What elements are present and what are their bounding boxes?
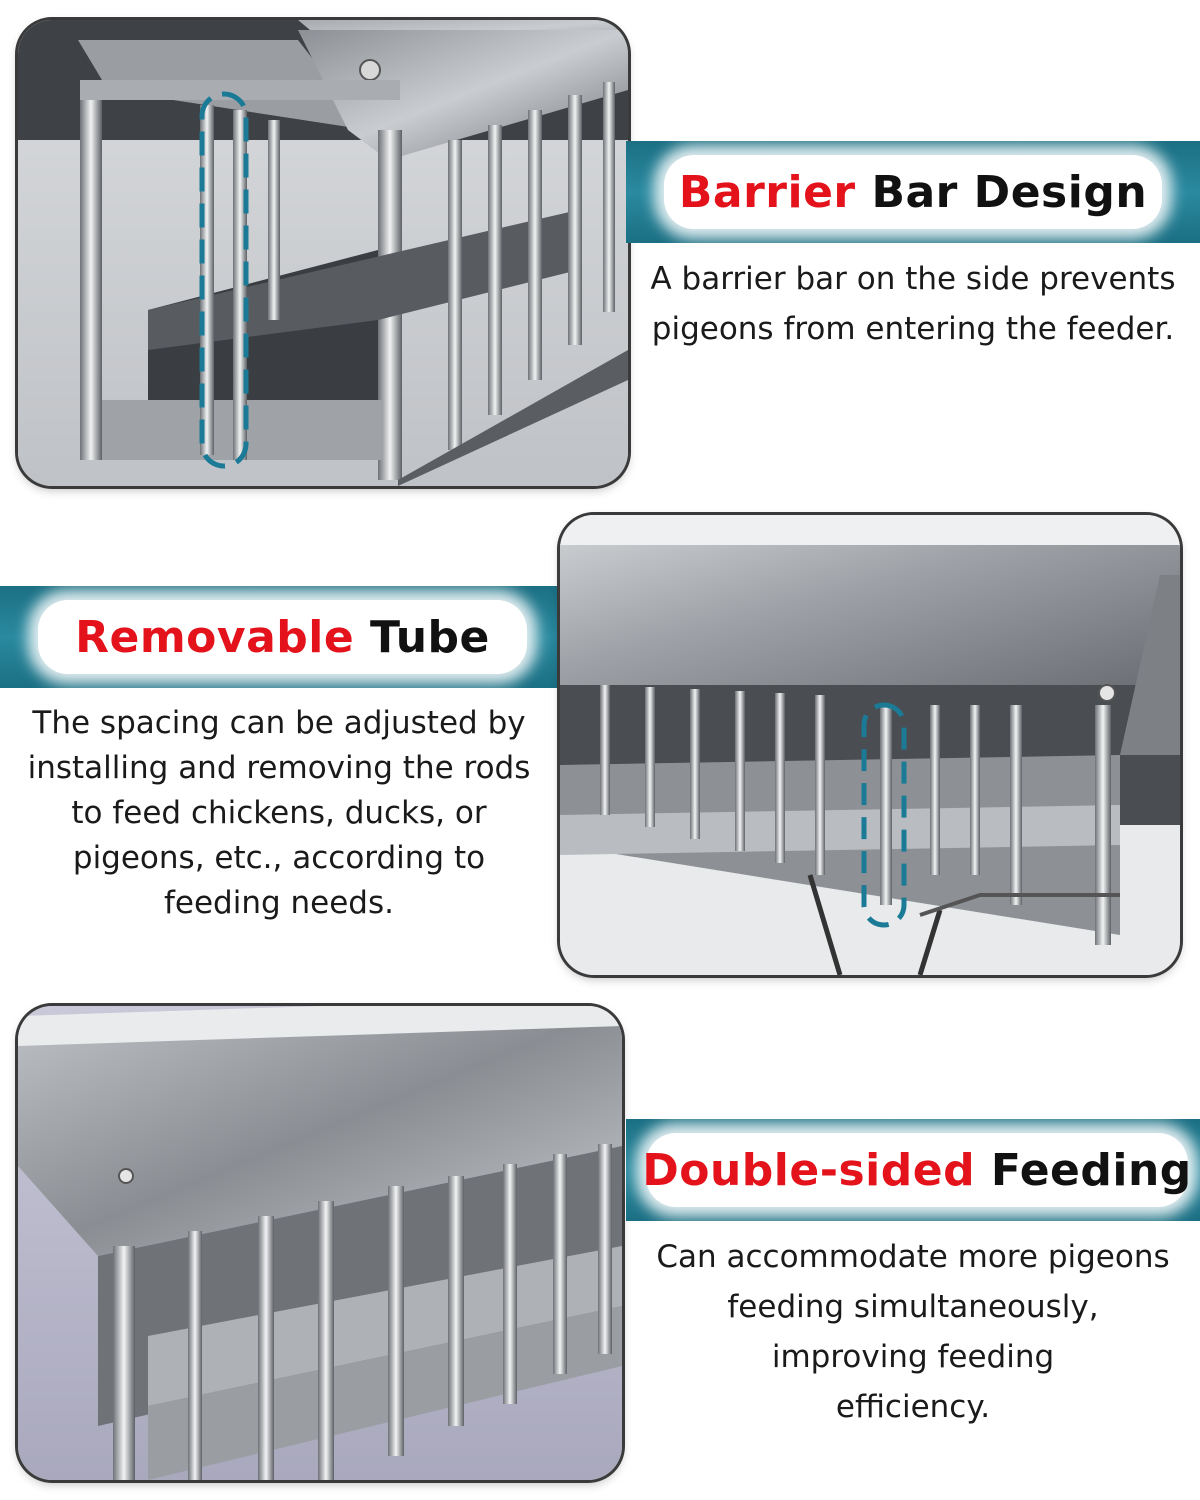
banner-removable-tube-plate: Removable Tube	[38, 600, 527, 674]
banner-double-sided-plate: Double-sided Feeding	[642, 1133, 1191, 1207]
title-rest: Feeding	[990, 1144, 1192, 1196]
description-line: feeding needs.	[163, 885, 394, 921]
photo-removable-tube	[560, 515, 1180, 975]
banner-barrier-bar-plate: Barrier Bar Design	[664, 155, 1162, 229]
banner-removable-tube: Removable Tube	[0, 586, 565, 688]
title-rest: Tube	[370, 611, 490, 663]
section-title-barrier-bar: Barrier Bar Design	[679, 167, 1147, 218]
banner-barrier-bar: Barrier Bar Design	[626, 141, 1200, 243]
section-title-removable-tube: Removable Tube	[75, 612, 490, 663]
title-accent: Removable	[75, 611, 355, 663]
description-line: pigeons from entering the feeder.	[651, 311, 1175, 347]
photo-barrier-bar	[18, 20, 628, 486]
photo-double-sided	[18, 1006, 622, 1480]
title-accent: Double-sided	[642, 1144, 976, 1196]
description-line: A barrier bar on the side prevents	[650, 261, 1176, 297]
banner-double-sided: Double-sided Feeding	[626, 1119, 1200, 1221]
description-line: efficiency.	[835, 1389, 991, 1425]
description-line: feeding simultaneously,	[727, 1289, 1099, 1325]
description-line: installing and removing the rods	[27, 750, 531, 786]
description-line: improving feeding	[771, 1339, 1055, 1375]
description-removable-tube: The spacing can be adjusted by installin…	[0, 701, 558, 926]
description-line: Can accommodate more pigeons	[656, 1239, 1170, 1275]
title-accent: Barrier	[678, 166, 856, 218]
section-title-double-sided: Double-sided Feeding	[642, 1145, 1192, 1196]
description-line: pigeons, etc., according to	[72, 840, 486, 876]
description-double-sided: Can accommodate more pigeons feeding sim…	[626, 1232, 1200, 1432]
title-rest: Bar Design	[871, 166, 1148, 218]
description-line: to feed chickens, ducks, or	[71, 795, 487, 831]
description-barrier-bar: A barrier bar on the side prevents pigeo…	[626, 254, 1200, 354]
description-line: The spacing can be adjusted by	[32, 705, 526, 741]
